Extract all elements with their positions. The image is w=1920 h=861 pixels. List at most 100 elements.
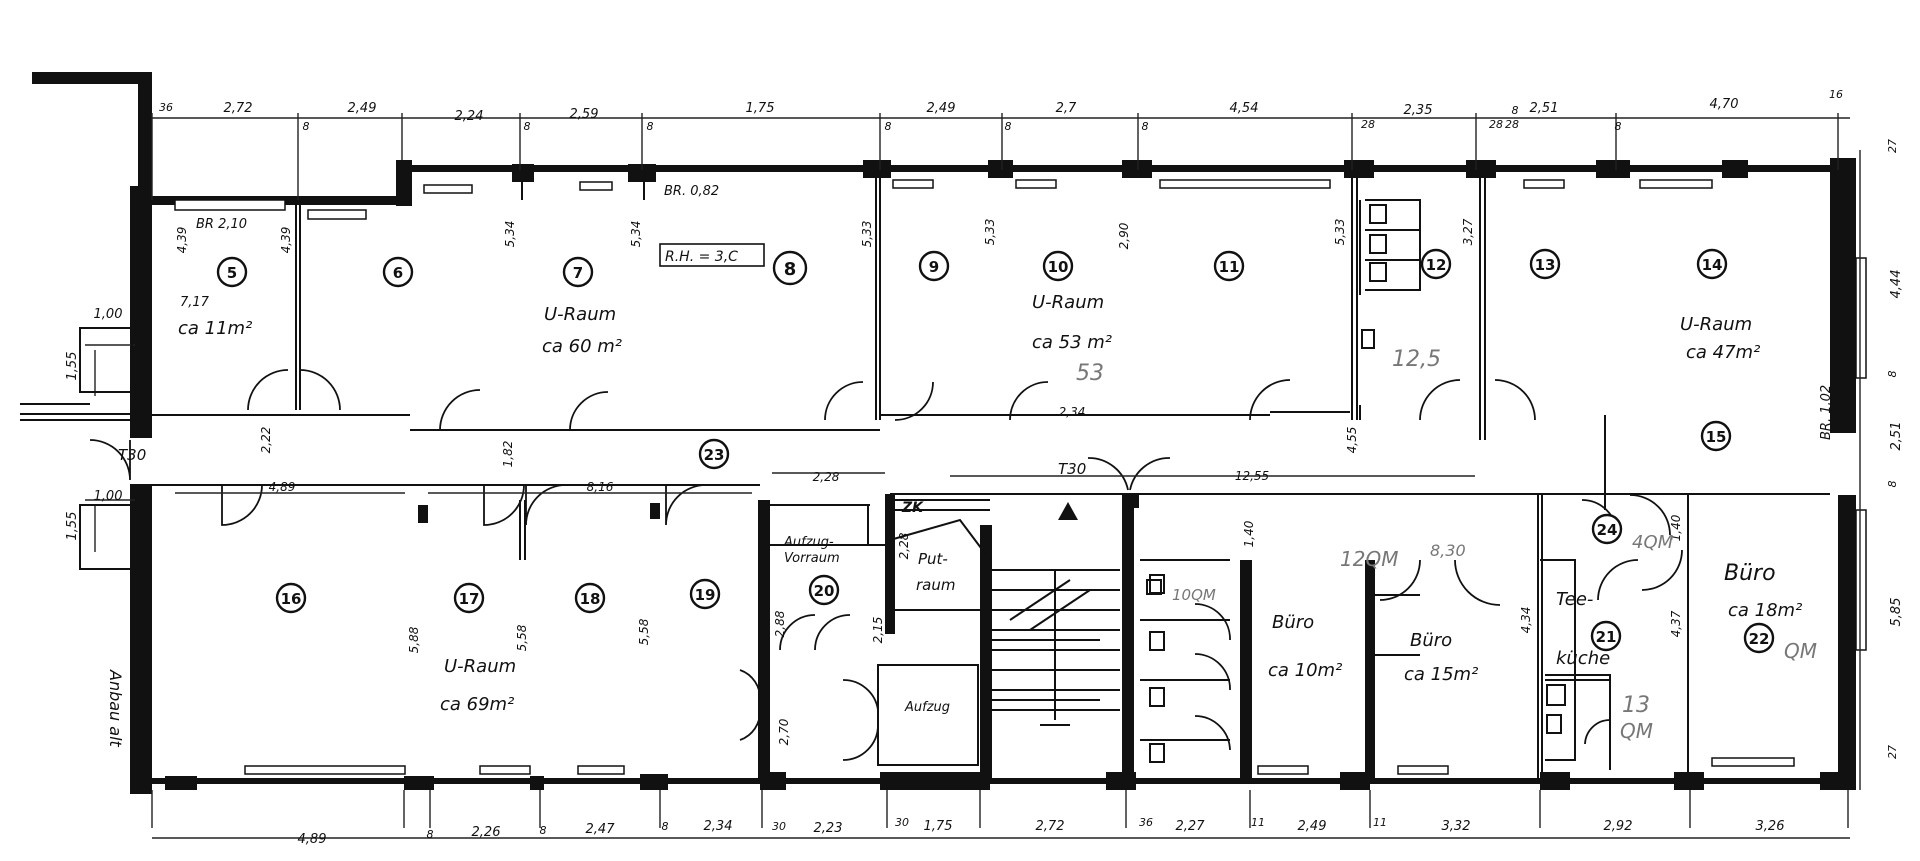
label-rh: R.H. = 3,C [665,249,738,265]
room-22: 22 [1749,630,1770,648]
mark-top-4: 8 [1005,120,1012,133]
dim-bot-9: 30 [895,816,909,829]
hw-r10-2: ca 53 m² [1032,332,1112,353]
handwriting: ca 11m² 7,17 U-Raum ca 60 m² U-Raum ca 5… [178,292,1817,743]
room-23: 23 [704,446,725,464]
windows [174,179,1867,775]
elevator [760,499,991,766]
dim-bot-16: 11 [1373,816,1387,829]
dim-right-1: 4,44 [1889,270,1904,299]
dim-top-3: 2,24 [455,109,484,124]
room-16: 16 [281,590,302,608]
dim-top-4: 2,59 [570,107,599,122]
dim-140b: 1,40 [1669,514,1683,541]
dim-left-bottom-width: 1,00 [94,489,123,504]
hw-tee-pencil-1: 13 [1622,693,1650,718]
label-t30b: T30 [1058,460,1086,478]
label-aufzug: Aufzug [904,700,950,715]
room-21: 21 [1596,628,1617,646]
hw-r10-1: U-Raum [1032,292,1104,313]
dim-437: 4,37 [1669,610,1683,637]
hw-wc-pencil: 10QM [1172,586,1216,604]
room-12: 12 [1426,256,1447,274]
top-small-marks: 8 8 8 8 8 8 8 8 28 [303,104,1622,133]
dim-left-bottom-depth: 1,55 [65,512,80,541]
mark-top-1: 8 [524,120,531,133]
dim-534b: 5,34 [629,221,643,248]
dim-270: 2,70 [777,718,791,745]
interior-dimension-labels: 4,39 4,39 5,34 5,34 5,33 5,33 2,90 5,33 … [175,218,1683,745]
hw-r5: ca 11m² [178,318,252,339]
dim-533c: 5,33 [1333,219,1347,246]
dim-bot-2: 2,26 [472,825,501,840]
room-15: 15 [1706,428,1727,446]
room-14: 14 [1702,256,1723,274]
dim-bot-7: 30 [772,820,786,833]
dim-bot-6: 2,34 [704,819,733,834]
dim-228h: 2,28 [813,470,840,484]
dim-bot-18: 2,92 [1604,819,1633,834]
dim-bot-19: 3,26 [1756,819,1785,834]
hw-tee-2: küche [1556,648,1610,669]
mark-top-3: 8 [885,120,892,133]
dim-1255: 12,55 [1235,469,1269,483]
dim-right-5: 5,85 [1889,598,1904,627]
dim-top-8: 4,54 [1230,101,1259,116]
dim-top-12: 2,51 [1530,101,1559,116]
label-t30a: T30 [118,446,146,464]
label-anbau: Anbau alt [106,669,125,748]
room-20: 20 [814,582,835,600]
label-aufzug-vorraum-2: Vorraum [784,551,840,566]
hw-corridor-pencil2: 8,30 [1430,541,1466,560]
sanitary-fixtures [1146,199,1566,763]
dim-top-6: 2,49 [927,101,956,116]
dim-439a: 4,39 [175,227,189,254]
dim-434: 4,34 [1519,607,1533,634]
hw-r5-extra: 7,17 [180,295,210,310]
room-6: 6 [393,264,403,282]
room-number-circles [216,248,1775,654]
dim-228v: 2,28 [897,532,911,559]
hw-r14-1: U-Raum [1680,314,1752,335]
hw-r10-pencil: 53 [1076,361,1104,386]
dimension-lines [85,113,1861,839]
mark-top-5: 8 [1142,120,1149,133]
room-13: 13 [1535,256,1556,274]
dim-right-4: 8 [1886,481,1899,488]
left-annexes [20,327,133,570]
dim-234: 2,34 [1059,405,1086,419]
dim-588a: 5,88 [407,626,421,653]
hw-buero2-2: ca 15m² [1404,664,1478,685]
label-putzraum-2: raum [916,576,955,594]
dim-455: 4,55 [1345,427,1359,454]
dim-489: 4,89 [269,480,296,494]
label-br210: BR 2,10 [196,217,247,232]
dim-right-6: 27 [1886,745,1899,759]
dim-top-9: 28 [1361,118,1375,131]
dim-bot-0: 4,89 [298,832,327,847]
room-17: 17 [459,590,480,608]
room-8: 8 [784,259,797,280]
dim-288: 2,88 [773,610,787,637]
hw-r14-2: ca 47m² [1686,342,1760,363]
hw-r16-1: U-Raum [444,656,516,677]
hw-r24-pencil: 4QM [1632,532,1674,553]
room-11: 11 [1219,258,1240,276]
hw-buero2-1: Büro [1410,630,1452,651]
hw-buero3-pencil: QM [1784,639,1817,663]
hw-r16-2: ca 69m² [440,694,514,715]
dim-215: 2,15 [871,617,885,644]
room-18: 18 [580,590,601,608]
doors [89,369,1683,761]
dim-top-10: 2,35 [1404,103,1433,118]
room-24: 24 [1597,521,1618,539]
room-numbers: 5 6 7 8 9 10 11 12 13 14 15 16 17 18 19 … [227,256,1770,648]
hw-buero3-2: ca 18m² [1728,600,1802,621]
dim-533a: 5,33 [860,221,874,248]
dim-816: 8,16 [587,480,614,494]
dim-bot-11: 2,72 [1036,819,1065,834]
dim-left-top-width: 1,00 [94,307,123,322]
label-br102: BR. 1,02 [1819,385,1834,440]
walls [32,72,1856,794]
